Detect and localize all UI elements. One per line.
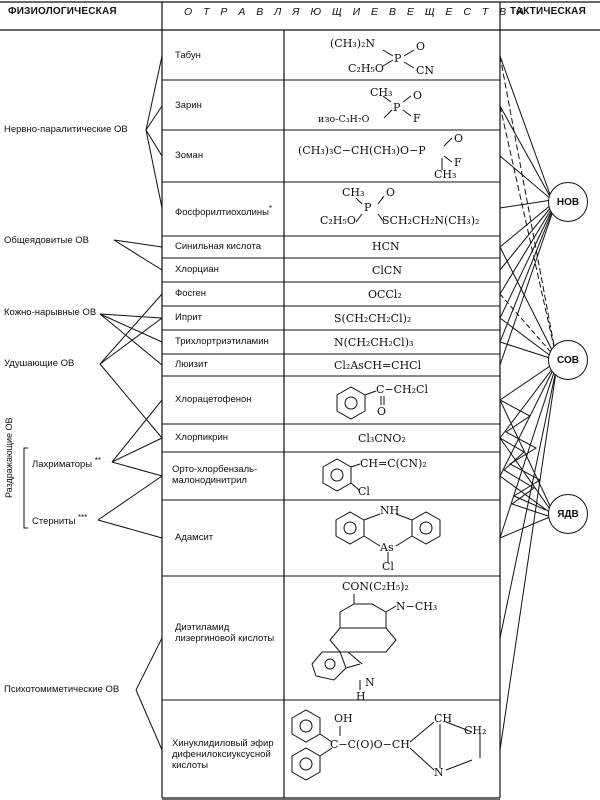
group-skin: Кожно-нарывные ОВ <box>4 307 97 318</box>
header-tactical: ТАКТИЧЕСКАЯ <box>510 6 586 17</box>
substance-trichlorotriethylamine: Трихлортриэтиламин <box>175 336 269 347</box>
physiological-connectors <box>23 55 163 751</box>
formula-mustard: S(CH₂CH₂Cl)₂ <box>334 312 412 325</box>
substance-phosphorylthiocholines: Фосфорилтиохолины* <box>175 204 273 219</box>
formula-chloropicrin: Cl₃CNO₂ <box>358 432 406 445</box>
tactical-toxic: ЯДВ <box>548 494 588 534</box>
header-agents: О Т Р А В Л Я Ю Щ И Е В Е Щ Е С Т В А <box>184 6 529 18</box>
tactical-temporary: СОВ <box>548 340 588 380</box>
formula-lewisite: Cl₂AsCH=CHCl <box>334 359 422 372</box>
group-general: Общеядовитые ОВ <box>4 235 89 246</box>
group-irritant: Раздражающие ОВ <box>4 417 14 498</box>
substance-cs: Орто-хлорбензаль-малонодинитрил <box>172 464 258 486</box>
substance-soman: Зоман <box>175 150 204 161</box>
formula-phosgene: OCCl₂ <box>368 288 402 301</box>
group-nerve: Нервно-паралитические ОВ <box>4 124 128 135</box>
group-sternites: Стерниты *** <box>32 513 88 528</box>
formula-clcn: ClCN <box>372 264 402 277</box>
substance-chloropicrin: Хлорпикрин <box>175 432 228 443</box>
substance-chloroacetophenone: Хлорацетофенон <box>175 394 252 405</box>
group-psycho: Психотомиметические ОВ <box>4 684 120 695</box>
group-lachrymators: Лахриматоры ** <box>32 456 101 471</box>
substance-mustard: Иприт <box>175 312 202 323</box>
group-choking: Удушающие ОВ <box>4 358 75 369</box>
formula-hcn: HCN <box>372 240 400 253</box>
tactical-lethal: НОВ <box>548 182 588 222</box>
substance-sarin: Зарин <box>175 100 202 111</box>
substance-bz: Хинуклидиловый эфир дифенилоксиуксусной … <box>172 738 274 771</box>
substance-adamsite: Адамсит <box>175 532 214 543</box>
substance-phosgene: Фосген <box>175 288 207 299</box>
row-separators <box>162 79 500 701</box>
molecule-drawings <box>291 49 481 781</box>
substance-tabun: Табун <box>175 50 201 61</box>
substance-lsd: Диэтиламид лизергиновой кислоты <box>175 622 275 644</box>
substance-lewisite: Люизит <box>175 359 208 370</box>
formula-trichlorotriethylamine: N(CH₂CH₂Cl)₃ <box>334 336 414 349</box>
substance-cyanogen-chloride: Хлорциан <box>175 264 219 275</box>
tactical-connectors <box>499 55 557 751</box>
substance-hydrogen-cyanide: Синильная кислота <box>175 241 261 252</box>
header-physiological: ФИЗИОЛОГИЧЕСКАЯ <box>8 6 117 17</box>
